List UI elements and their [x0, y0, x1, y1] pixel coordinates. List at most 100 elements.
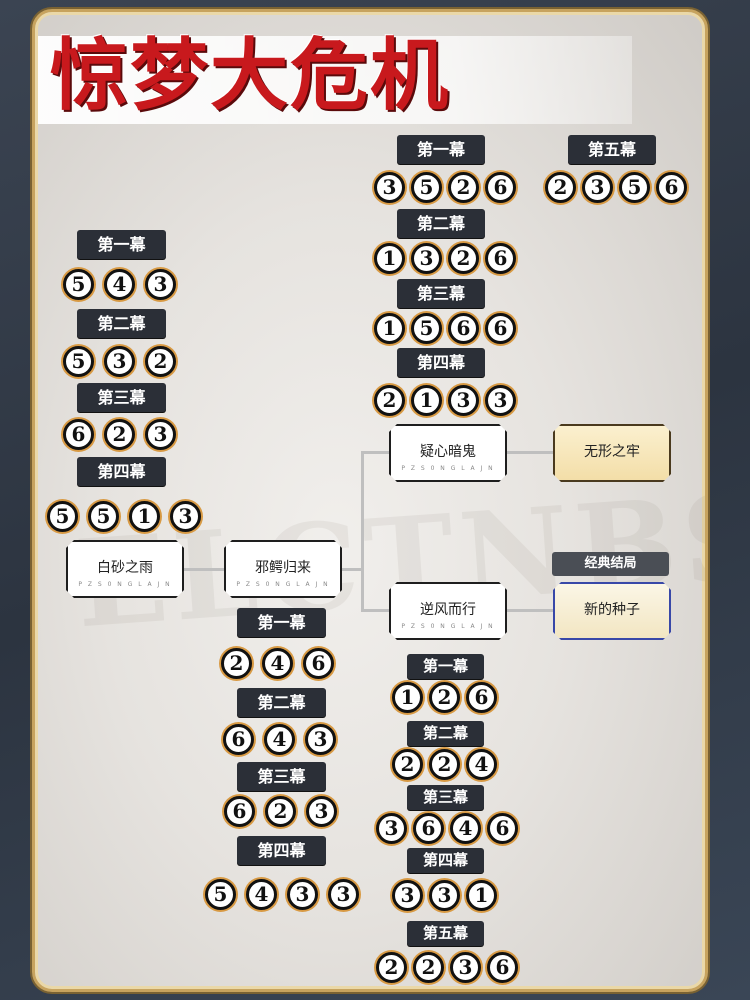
connector-line — [361, 609, 391, 612]
node-sub: P Z S 0 N G L A J N — [401, 623, 495, 630]
number-row: 6 4 3 — [223, 724, 346, 755]
act-label: 第二幕 — [237, 688, 326, 717]
number-badge: 1 — [129, 501, 160, 532]
number-row: 1 3 2 6 — [374, 243, 522, 274]
act-label: 第一幕 — [237, 608, 326, 637]
node-label: 邪鳄归来 — [255, 560, 311, 576]
number-row: 2 2 4 — [392, 749, 503, 780]
number-badge: 1 — [466, 880, 497, 911]
node-label: 白砂之雨 — [97, 560, 153, 576]
node-label: 疑心暗鬼 — [420, 444, 476, 460]
act-label: 第三幕 — [77, 383, 166, 412]
number-badge: 3 — [392, 880, 423, 911]
number-row: 1 5 6 6 — [374, 313, 522, 344]
act-label: 第三幕 — [407, 785, 484, 810]
number-badge: 6 — [485, 243, 516, 274]
number-badge: 2 — [413, 952, 444, 983]
act-label: 第五幕 — [407, 921, 484, 946]
number-row: 6 2 3 — [63, 419, 186, 450]
number-badge: 3 — [145, 419, 176, 450]
act-label: 第四幕 — [237, 836, 326, 865]
number-badge: 6 — [448, 313, 479, 344]
number-row: 5 4 3 3 — [205, 879, 369, 910]
number-badge: 3 — [305, 724, 336, 755]
number-badge: 6 — [63, 419, 94, 450]
connector-line — [505, 609, 554, 612]
number-row: 1 2 6 — [392, 682, 503, 713]
node-label: 逆风而行 — [420, 602, 476, 618]
number-badge: 3 — [145, 269, 176, 300]
number-badge: 6 — [487, 813, 518, 844]
number-row: 5 5 1 3 — [47, 501, 211, 532]
act-label: 第二幕 — [77, 309, 166, 338]
act-label: 第一幕 — [77, 230, 166, 259]
number-badge: 3 — [104, 346, 135, 377]
number-badge: 6 — [485, 313, 516, 344]
number-badge: 2 — [145, 346, 176, 377]
number-row: 5 3 2 — [63, 346, 186, 377]
number-badge: 4 — [450, 813, 481, 844]
act-label: 第四幕 — [77, 457, 166, 486]
node-label: 无形之牢 — [584, 444, 640, 460]
act-label: 第三幕 — [397, 279, 485, 308]
act-label: 第五幕 — [568, 135, 656, 164]
number-badge: 2 — [429, 749, 460, 780]
act-label: 第四幕 — [397, 348, 485, 377]
number-badge: 3 — [170, 501, 201, 532]
number-badge: 3 — [376, 813, 407, 844]
number-badge: 5 — [411, 313, 442, 344]
number-badge: 3 — [429, 880, 460, 911]
number-badge: 2 — [429, 682, 460, 713]
number-badge: 2 — [448, 243, 479, 274]
number-row: 3 3 1 — [392, 880, 503, 911]
act-label: 第二幕 — [407, 721, 484, 746]
number-badge: 6 — [485, 172, 516, 203]
number-row: 3 6 4 6 — [376, 813, 524, 844]
number-badge: 6 — [303, 648, 334, 679]
node-xiee[interactable]: 邪鳄归来 P Z S 0 N G L A J N — [224, 540, 342, 598]
number-badge: 4 — [246, 879, 277, 910]
number-badge: 3 — [450, 952, 481, 983]
number-badge: 2 — [265, 796, 296, 827]
number-row: 2 2 3 6 — [376, 952, 524, 983]
node-wuxing[interactable]: 无形之牢 — [553, 424, 671, 482]
node-nifeng[interactable]: 逆风而行 P Z S 0 N G L A J N — [389, 582, 507, 640]
act-label: 第四幕 — [407, 848, 484, 873]
act-label: 第一幕 — [407, 654, 484, 679]
connector-line — [361, 451, 391, 454]
number-badge: 3 — [328, 879, 359, 910]
number-badge: 3 — [411, 243, 442, 274]
number-row: 2 4 6 — [221, 648, 344, 679]
classic-ending-tag: 经典结局 — [552, 552, 669, 576]
number-badge: 1 — [374, 313, 405, 344]
page-title: 惊梦大危机 — [50, 31, 451, 121]
number-badge: 6 — [224, 796, 255, 827]
number-badge: 5 — [411, 172, 442, 203]
number-row: 2 3 5 6 — [545, 172, 693, 203]
number-badge: 2 — [392, 749, 423, 780]
act-label: 第三幕 — [237, 762, 326, 791]
node-label: 新的种子 — [584, 602, 640, 618]
number-row: 3 5 2 6 — [374, 172, 522, 203]
number-badge: 2 — [374, 385, 405, 416]
number-badge: 6 — [223, 724, 254, 755]
number-badge: 4 — [104, 269, 135, 300]
node-sub: P Z S 0 N G L A J N — [236, 581, 330, 588]
number-badge: 6 — [466, 682, 497, 713]
number-badge: 3 — [287, 879, 318, 910]
node-baisha[interactable]: 白砂之雨 P Z S 0 N G L A J N — [66, 540, 184, 598]
number-badge: 2 — [221, 648, 252, 679]
number-row: 6 2 3 — [224, 796, 347, 827]
number-badge: 5 — [47, 501, 78, 532]
node-xinde[interactable]: 新的种子 — [553, 582, 671, 640]
connector-line — [361, 452, 364, 612]
number-badge: 6 — [487, 952, 518, 983]
number-badge: 2 — [448, 172, 479, 203]
node-yixin[interactable]: 疑心暗鬼 P Z S 0 N G L A J N — [389, 424, 507, 482]
number-badge: 6 — [656, 172, 687, 203]
number-badge: 1 — [411, 385, 442, 416]
number-badge: 1 — [392, 682, 423, 713]
number-badge: 3 — [306, 796, 337, 827]
number-badge: 5 — [63, 269, 94, 300]
number-row: 5 4 3 — [63, 269, 186, 300]
